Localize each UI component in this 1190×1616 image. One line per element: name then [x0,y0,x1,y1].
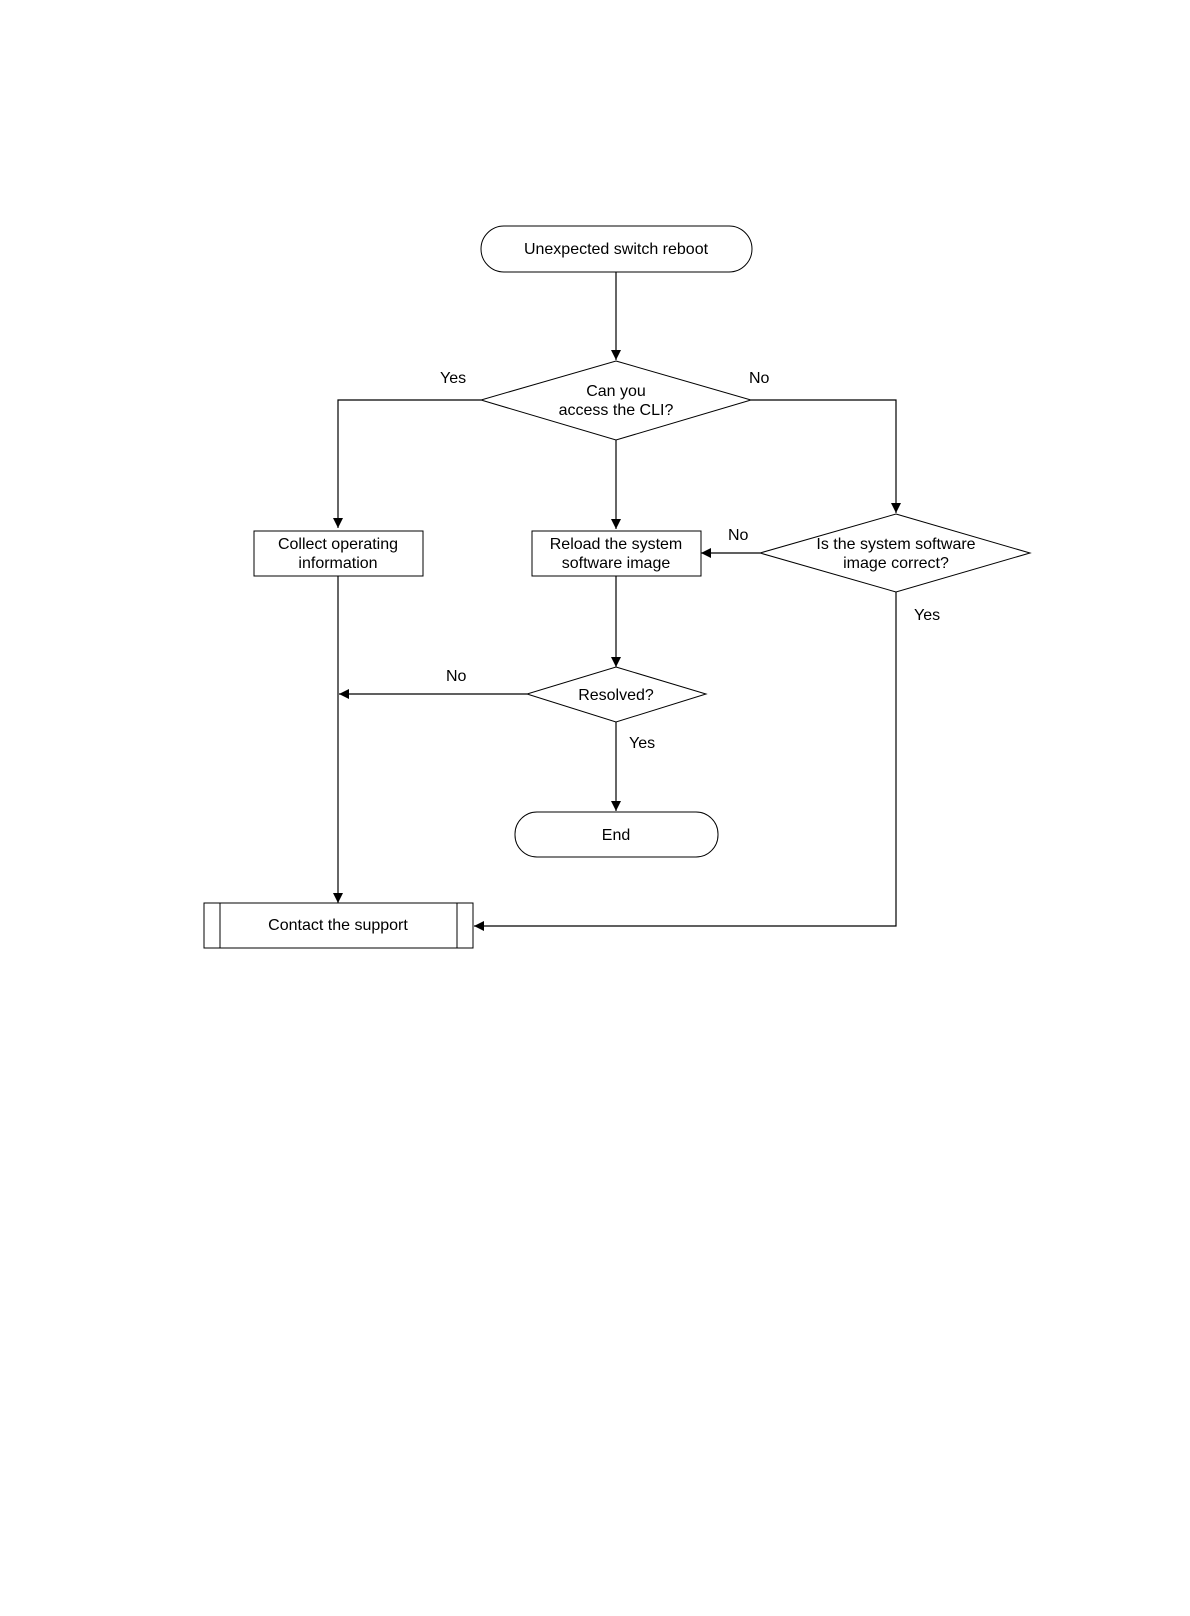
reload-image-line1: Reload the system [550,536,683,553]
collect-info-line2: information [298,555,377,572]
resolved-decision: Resolved? [527,667,706,722]
contact-support-label: Contact the support [268,917,408,934]
reload-image-line2: software image [562,555,671,572]
collect-operating-info-process: Collect operating information [254,531,423,576]
edge-label-cli-no: No [749,370,770,387]
edge-label-cli-yes: Yes [440,370,466,387]
edge-label-image-no: No [728,527,749,544]
edge-label-resolved-yes: Yes [629,735,655,752]
connector-cli-yes-to-collect [338,400,481,528]
reload-software-image-process: Reload the system software image [532,531,701,576]
cli-access-question-line1: Can you [586,383,646,400]
end-terminator: End [515,812,718,857]
end-label: End [602,827,630,844]
connector-image-yes-to-contact [474,592,896,926]
edge-label-image-yes: Yes [914,607,940,624]
start-label: Unexpected switch reboot [524,241,709,258]
image-correct-decision: Is the system software image correct? [760,514,1030,592]
start-terminator: Unexpected switch reboot [481,226,752,272]
image-correct-question-line1: Is the system software [816,536,975,553]
edge-label-resolved-no: No [446,668,467,685]
cli-access-question-line2: access the CLI? [559,402,674,419]
image-correct-question-line2: image correct? [843,555,949,572]
resolved-question: Resolved? [578,687,654,704]
collect-info-line1: Collect operating [278,536,398,553]
cli-access-decision: Can you access the CLI? [481,361,751,440]
contact-support-predefined-process: Contact the support [204,903,473,948]
connector-cli-no-to-image-check [751,400,896,513]
